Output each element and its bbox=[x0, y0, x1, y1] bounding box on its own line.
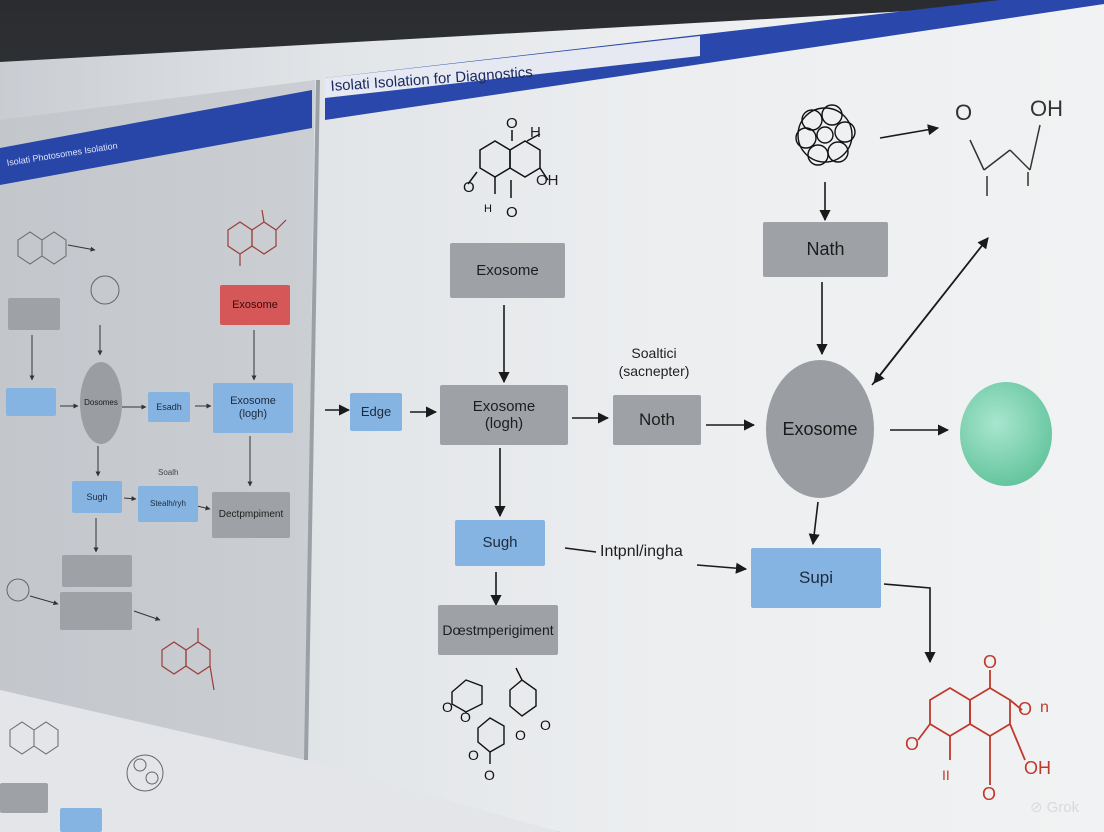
exosome-cluster bbox=[795, 104, 856, 166]
right-molecule-oh-label: OH bbox=[1030, 96, 1063, 121]
left-gray-box-low bbox=[60, 592, 132, 630]
exosome-box: Exosome bbox=[450, 243, 565, 298]
right-top-molecule bbox=[969, 124, 1041, 196]
line-sugh-input bbox=[564, 547, 597, 553]
left-gray-box-top bbox=[8, 298, 60, 330]
input-label: Intpnl/ingha bbox=[600, 543, 683, 560]
bottom-molecule-oh-label: OH bbox=[1024, 758, 1051, 778]
arrow-input-to-supi bbox=[696, 562, 748, 574]
left-exosome-red-box: Exosome bbox=[220, 285, 290, 325]
supi-box: Supi bbox=[751, 548, 881, 608]
exosome-circle: Exosome bbox=[766, 360, 874, 498]
arrow-cluster-to-molecule bbox=[879, 124, 940, 139]
grok-logo-icon: ⊘ bbox=[1030, 799, 1043, 816]
svg-text:O: O bbox=[540, 717, 551, 733]
left-esadh-box: Esadh bbox=[148, 392, 190, 422]
svg-text:O: O bbox=[506, 204, 518, 221]
svg-text:O: O bbox=[463, 179, 475, 196]
green-particle bbox=[960, 382, 1052, 486]
left-red-molecule-top bbox=[227, 209, 287, 266]
left-dept-box: Dectpmpiment bbox=[212, 492, 290, 538]
left-dosomes-circle: Dosomes bbox=[80, 362, 122, 444]
top-molecule-h-label: H bbox=[530, 124, 541, 141]
svg-text:H: H bbox=[484, 203, 492, 215]
sugh-box: Sugh bbox=[455, 520, 545, 566]
left-note: Soalh bbox=[158, 468, 179, 477]
top-molecule bbox=[467, 130, 549, 198]
arrow-diagonal-down bbox=[873, 237, 989, 384]
noth-box: Noth bbox=[613, 395, 701, 445]
svg-text:O: O bbox=[460, 709, 471, 725]
grok-watermark: ⊘ Grok bbox=[1030, 798, 1080, 817]
svg-text:II: II bbox=[942, 767, 950, 783]
left-blue-box bbox=[6, 388, 56, 416]
arrow-circle-to-supi bbox=[808, 501, 820, 546]
left-gray-molecules bbox=[6, 231, 164, 792]
grok-brand-name: Grok bbox=[1046, 798, 1080, 816]
svg-text:O: O bbox=[484, 767, 495, 783]
edge-box: Edge bbox=[350, 393, 402, 431]
svg-text:n: n bbox=[1040, 699, 1049, 716]
svg-text:O: O bbox=[506, 115, 518, 132]
svg-text:O: O bbox=[1018, 699, 1032, 719]
left-gray-box-bottom bbox=[0, 783, 48, 813]
bottom-right-molecule bbox=[917, 670, 1026, 785]
left-sugh-box: Sugh bbox=[72, 481, 122, 513]
left-stealh-box: Stealh/ryh bbox=[138, 486, 198, 522]
svg-text:O: O bbox=[905, 734, 919, 754]
left-exosome-logh-box: Exosome (logh) bbox=[213, 383, 293, 433]
left-blue-box-bottom bbox=[60, 808, 102, 832]
top-molecule-oh-label: OH bbox=[536, 172, 559, 189]
dept-box: Dœstmperigiment bbox=[438, 605, 558, 655]
left-red-molecule-bottom bbox=[161, 628, 215, 691]
exosome-logh-box: Exosome (logh) bbox=[440, 385, 568, 445]
bottom-center-molecules bbox=[451, 667, 537, 764]
scaler-note: Soaltici (sacnepter) bbox=[618, 345, 690, 380]
svg-text:O: O bbox=[982, 784, 996, 804]
svg-text:O: O bbox=[983, 652, 997, 672]
right-molecule-o-label: O bbox=[955, 100, 973, 125]
left-gray-box-mid bbox=[62, 555, 132, 587]
svg-text:O: O bbox=[468, 747, 479, 763]
svg-text:O: O bbox=[515, 727, 526, 743]
nath-box: Nath bbox=[763, 222, 888, 277]
arrow-supi-to-molecule bbox=[883, 583, 936, 664]
svg-text:O: O bbox=[442, 699, 453, 715]
